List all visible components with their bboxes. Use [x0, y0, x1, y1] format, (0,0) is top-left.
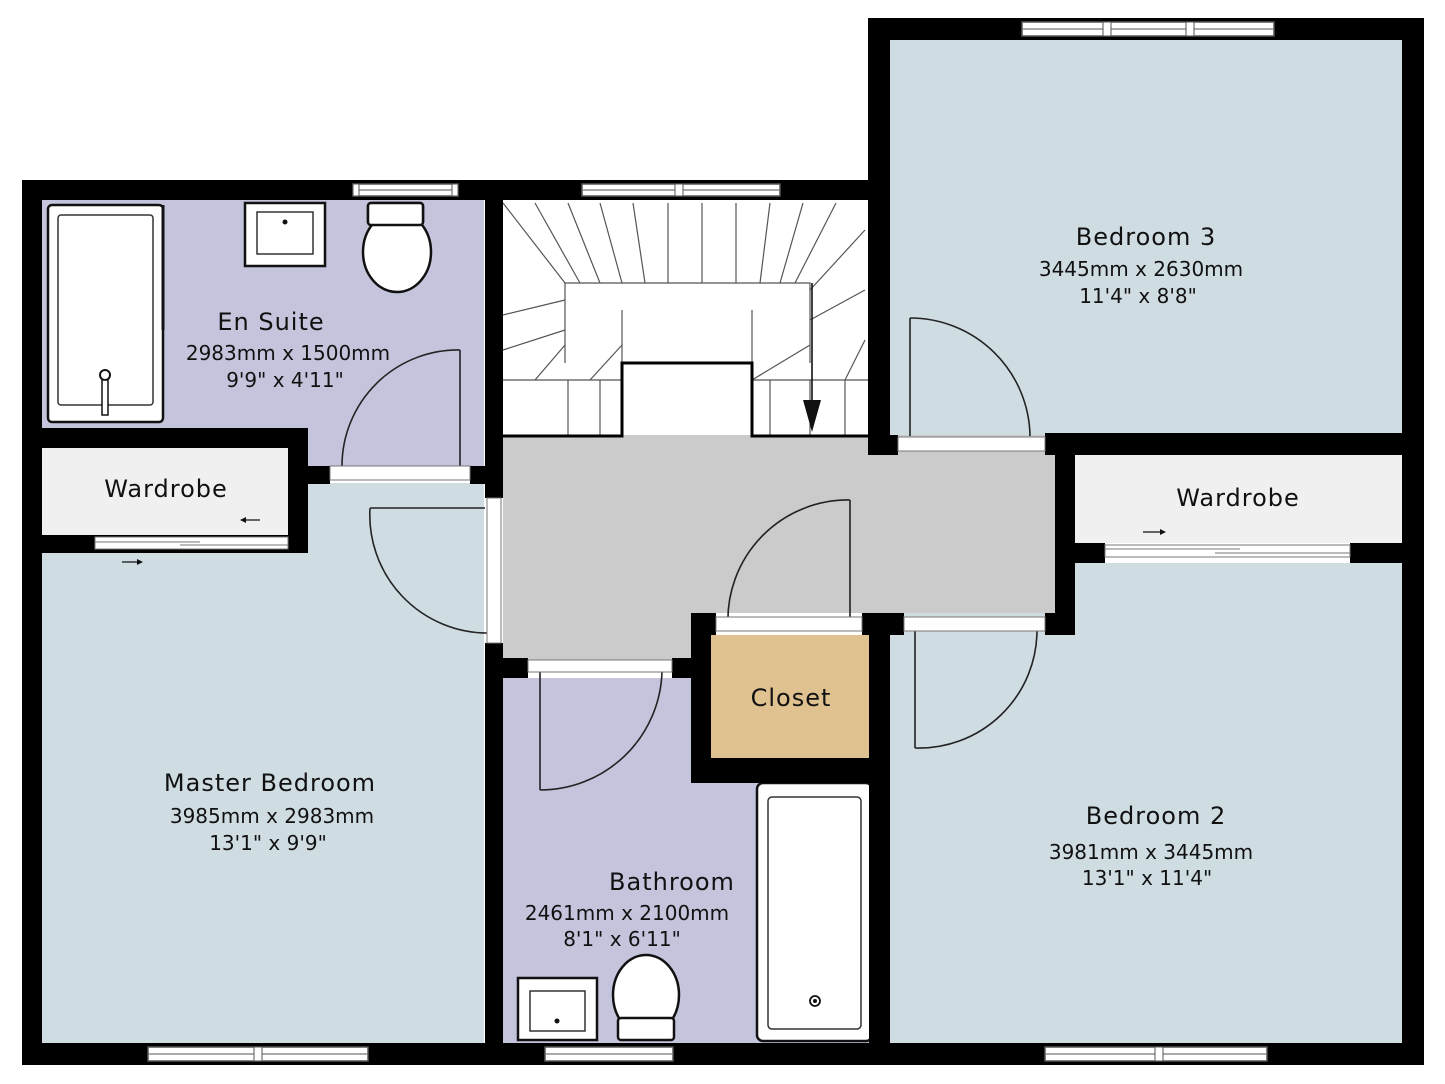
room-metric: 2461mm x 2100mm	[525, 901, 729, 925]
master-bedroom-floor	[42, 550, 484, 1043]
master-bedroom-door	[369, 507, 489, 634]
wardrobe-right-label: Wardrobe	[1176, 484, 1300, 512]
room-imperial: 8'1" x 6'11"	[563, 927, 681, 951]
walls	[22, 18, 1424, 1065]
closet-door	[727, 499, 851, 626]
down-arrow-icon	[803, 400, 821, 432]
landing-floor	[503, 435, 1055, 613]
closet-label: Closet	[751, 684, 832, 712]
room-metric: 2983mm x 1500mm	[186, 341, 390, 365]
bathroom-label: Bathroom 2461mm x 2100mm 8'1" x 6'11"	[525, 868, 735, 951]
window-master-bedroom	[147, 1046, 369, 1062]
bedroom-2-label: Bedroom 2 3981mm x 3445mm 13'1" x 11'4"	[1049, 802, 1253, 890]
room-imperial: 13'1" x 9'9"	[209, 831, 327, 855]
wardrobe-left-sliding-door	[94, 536, 289, 550]
en-suite-basin	[243, 201, 327, 268]
room-name: Bedroom 3	[1076, 223, 1216, 251]
room-imperial: 9'9" x 4'11"	[226, 368, 344, 392]
bathroom-basin	[516, 976, 599, 1042]
wardrobe-right-sliding-door	[1104, 544, 1351, 558]
bedroom-3-label: Bedroom 3 3445mm x 2630mm 11'4" x 8'8"	[1039, 223, 1243, 308]
room-metric: 3445mm x 2630mm	[1039, 257, 1243, 281]
window-bathroom	[544, 1046, 674, 1062]
room-metric: 3985mm x 2983mm	[170, 804, 374, 828]
window-stairs	[581, 183, 781, 197]
threshold-bathroom	[527, 659, 673, 673]
threshold-closet	[715, 616, 863, 632]
en-suite-door	[341, 349, 461, 467]
bathroom-door	[539, 670, 663, 791]
bedroom-3-door	[909, 317, 1031, 437]
threshold-bedroom-2	[903, 616, 1046, 632]
closet-floor	[711, 635, 869, 758]
en-suite-toilet	[361, 201, 433, 294]
room-metric: 3981mm x 3445mm	[1049, 840, 1253, 864]
window-bedroom-2	[1044, 1046, 1268, 1062]
en-suite-label: En Suite 2983mm x 1500mm 9'9" x 4'11"	[186, 308, 390, 392]
master-bedroom-upper-floor	[308, 483, 484, 553]
threshold-bedroom-3	[897, 436, 1046, 452]
bathroom-bathtub	[755, 781, 874, 1043]
staircase	[502, 202, 868, 435]
en-suite-bathtub	[46, 203, 165, 424]
room-name: Bedroom 2	[1086, 802, 1226, 830]
bathroom-toilet	[611, 953, 681, 1042]
window-en-suite	[352, 183, 459, 197]
threshold-en-suite	[329, 465, 471, 481]
room-name: Master Bedroom	[164, 769, 376, 797]
left-arrow-icon	[240, 517, 260, 523]
room-name: En Suite	[217, 308, 324, 336]
master-bedroom-label: Master Bedroom 3985mm x 2983mm 13'1" x 9…	[164, 769, 376, 855]
right-arrow-icon	[122, 559, 143, 565]
bedroom-3-floor	[890, 40, 1402, 435]
stairs-floor	[503, 200, 868, 435]
room-name: Bathroom	[609, 868, 735, 896]
landing-lower-floor	[503, 613, 693, 663]
room-imperial: 11'4" x 8'8"	[1079, 284, 1197, 308]
wardrobe-left-label: Wardrobe	[104, 475, 228, 503]
bedroom-2-floor	[890, 563, 1402, 1043]
room-imperial: 13'1" x 11'4"	[1082, 866, 1212, 890]
wardrobe-right-floor	[1075, 455, 1402, 543]
right-arrow-icon	[1143, 529, 1166, 535]
window-bedroom-3	[1021, 21, 1275, 37]
threshold-master	[486, 497, 502, 644]
bedroom-2-door	[914, 629, 1038, 749]
